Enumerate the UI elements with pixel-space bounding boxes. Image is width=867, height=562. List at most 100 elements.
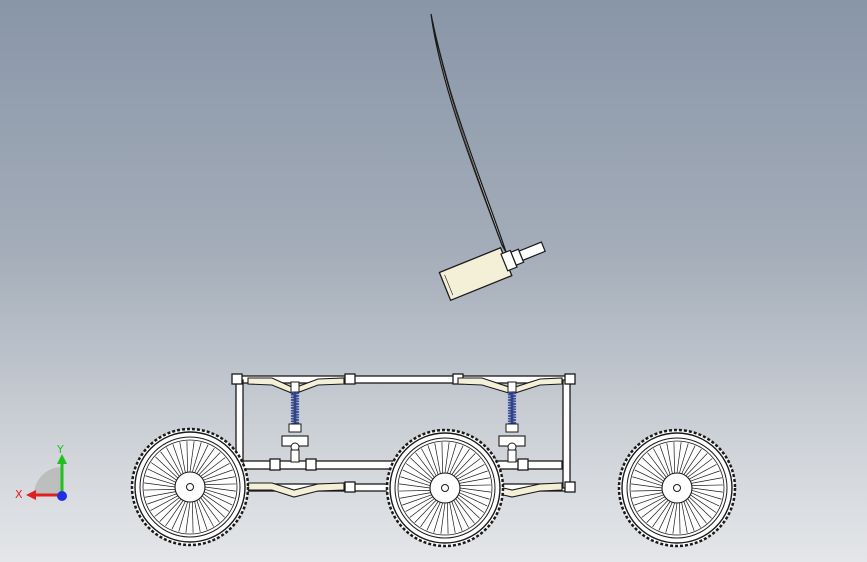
wheel-spoke [150,462,177,481]
wheel-spoke [204,476,235,483]
wheel-spoke [196,500,208,530]
wheel-spoke [683,501,695,531]
wheel-spoke [451,448,470,475]
wheel-spoke [673,442,676,474]
wheel-spoke [420,501,439,528]
arm-assembly[interactable] [430,13,549,302]
wheel-spoke [691,490,722,500]
wheel-spoke [459,487,491,493]
wheel-spoke [402,494,432,506]
wheel-spoke [204,483,236,486]
wheel-spoke [688,496,712,519]
y-axis-label: Y [56,443,64,456]
wheel-spoke [687,458,713,478]
wheel-spoke [171,501,186,530]
x-axis-label: X [15,488,23,501]
wheel-spoke [186,441,189,473]
wheel-spoke [459,492,488,507]
wheel-spoke [687,498,707,524]
triad-sector [34,467,62,495]
wheel-spoke [200,497,220,523]
wheel-spoke [451,501,463,531]
rim-outer [139,436,241,538]
wheel-spoke [652,501,671,528]
wheel-spoke [201,463,230,479]
wheel-spoke [449,445,464,474]
left-wheel[interactable] [130,427,250,547]
wheel-spoke [647,452,667,478]
wheel-spoke [194,501,201,532]
wheel-spoke [631,489,663,492]
wheel-spoke [685,499,701,528]
wheel-spoke [665,502,675,533]
wheel-spoke [641,498,667,518]
wheel-spoke [449,502,456,533]
wheel-spoke [150,495,179,511]
wheel-spoke [681,445,696,474]
wheel-spoke [402,469,431,484]
wheel-spoke [444,442,450,474]
wheel-spoke [191,501,194,533]
rim-outer [394,437,496,539]
wheel-spoke [685,453,708,477]
wheel-spoke [409,498,435,518]
wheel-spoke [446,502,449,534]
wheel-spoke [631,483,663,489]
wheel-spoke [179,442,186,473]
wheel-spoke [459,477,490,484]
arm-motor[interactable] [438,233,549,302]
wheel-spoke [433,502,443,533]
wheel-spoke [453,499,469,528]
wheel-spoke [200,457,226,477]
rim-inner [397,440,493,536]
wheel-spoke [637,496,666,512]
wheel-spoke [415,452,435,478]
wheel-spoke [681,502,688,533]
wheel-spoke [198,452,221,476]
wheel-spoke [399,483,431,489]
wheel-spoke [160,451,180,477]
upper-links[interactable] [247,377,563,395]
wheel-spoke [178,501,188,532]
coordinate-triad: X Y [15,443,67,501]
wheel-spoke [400,492,431,499]
wheel-spoke [632,476,663,486]
wheel-spoke [642,457,666,480]
wheel-spoke [421,448,437,477]
wheel-spoke [399,489,431,492]
right-spring-damper[interactable] [498,381,526,463]
y-axis-arrow [57,454,67,464]
wheel-spoke [683,448,702,475]
wheel-spoke [203,469,233,481]
wheel-spoke [204,489,235,499]
wheel-spoke [201,495,225,518]
right-wheel[interactable] [617,428,737,548]
wheel-spoke [144,482,176,488]
wheel-spoke [634,469,663,484]
wheel-spoke [441,442,444,474]
wheel-spoke [440,502,446,534]
wheel-spoke [189,441,195,473]
left-spring-damper[interactable] [281,381,309,463]
wheel-spoke [672,502,678,534]
wheel-spoke [676,442,682,474]
wheel-spoke [688,464,717,480]
wheel-spoke [196,447,215,474]
wheel-spoke [458,470,488,482]
wheel-spoke [679,443,689,474]
wheel-spoke [653,448,669,477]
wheel-spoke [144,488,176,491]
axle [673,484,681,492]
axle [186,483,194,491]
center-wheel[interactable] [385,428,505,548]
wheel-spoke [690,494,717,513]
spring-coil [507,391,517,425]
wheel-spoke [447,443,457,474]
wheel-spoke [455,458,481,478]
wheel-spoke [666,443,673,474]
curved-blade[interactable] [430,13,507,253]
wheel-spoke [145,491,176,498]
wheel-spoke [459,490,490,500]
